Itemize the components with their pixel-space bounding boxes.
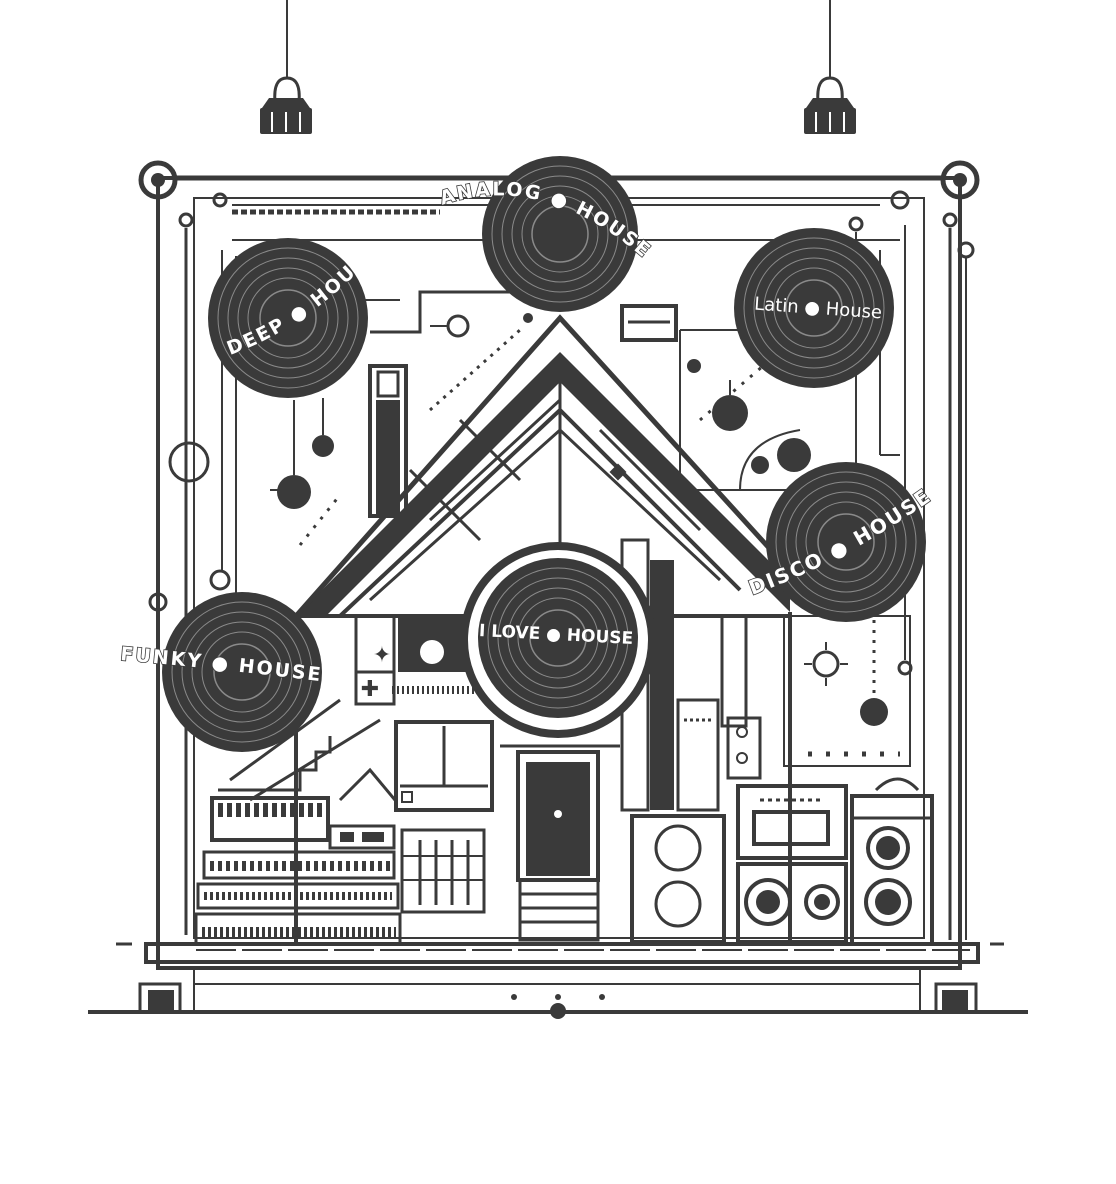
binder-clip-icon [260, 76, 312, 134]
circuit-details [270, 260, 911, 767]
vinyl-record-icon [460, 542, 656, 738]
svg-text:✚: ✚ [361, 677, 379, 702]
speaker-icon [630, 814, 726, 944]
house-icon: ✦ ✚ [218, 314, 802, 946]
vinyl-record-icon [208, 238, 368, 398]
hanging-hardware [260, 0, 856, 134]
speaker-icon [736, 777, 920, 944]
binder-clip-icon [804, 76, 856, 134]
vinyl-record-icon [766, 462, 926, 622]
svg-text:✦: ✦ [373, 643, 391, 668]
speaker-icon [850, 794, 934, 946]
vinyl-record-icon [482, 156, 638, 312]
vinyl-record-icon [734, 228, 894, 388]
synthesizer-icon [194, 796, 402, 946]
vinyl-record-icon [162, 592, 322, 752]
stage-base [88, 942, 1028, 1019]
